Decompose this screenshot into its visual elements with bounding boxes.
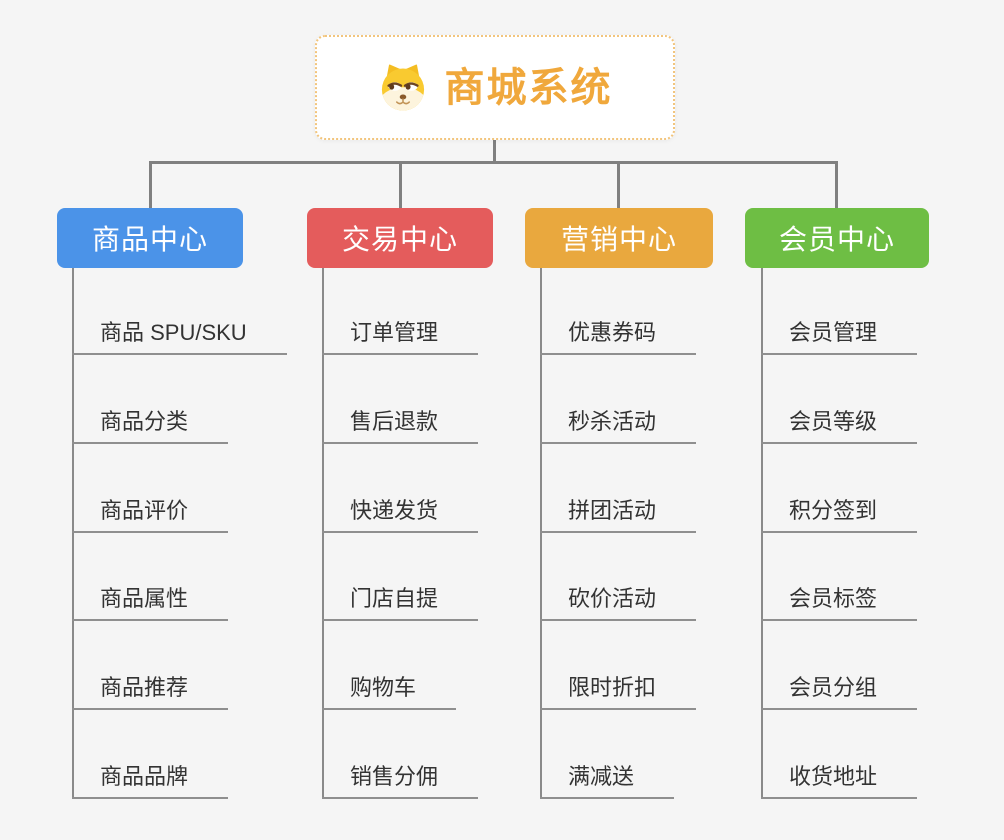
leaf-item[interactable]: 会员等级 — [761, 409, 918, 444]
connector-drop-marketing — [617, 163, 620, 208]
leaf-item[interactable]: 满减送 — [540, 764, 675, 799]
branch-node-product-center[interactable]: 商品中心 — [57, 208, 243, 268]
leaf-item[interactable]: 会员标签 — [761, 586, 918, 621]
root-title: 商城系统 — [444, 65, 613, 110]
leaf-item[interactable]: 商品属性 — [72, 586, 229, 621]
leaf-item[interactable]: 购物车 — [322, 675, 457, 710]
leaf-item[interactable]: 拼团活动 — [540, 498, 697, 533]
branch-node-trade-center[interactable]: 交易中心 — [307, 208, 493, 268]
connector-trunk — [322, 268, 324, 799]
connector-drop-product — [149, 163, 152, 208]
leaf-item[interactable]: 秒杀活动 — [540, 409, 697, 444]
leaf-item[interactable]: 商品品牌 — [72, 764, 229, 799]
leaf-item[interactable]: 售后退款 — [322, 409, 479, 444]
leaf-item[interactable]: 商品推荐 — [72, 675, 229, 710]
root-node[interactable]: 商城系统 — [315, 35, 675, 140]
leaf-item[interactable]: 商品评价 — [72, 498, 229, 533]
leaf-item[interactable]: 优惠券码 — [540, 320, 697, 355]
connector-root-stub — [493, 139, 496, 164]
leaf-item[interactable]: 商品分类 — [72, 409, 229, 444]
connector-horizontal-bar — [149, 161, 838, 164]
leaf-item[interactable]: 收货地址 — [761, 764, 918, 799]
leaf-item[interactable]: 销售分佣 — [322, 764, 479, 799]
branch-node-marketing-center[interactable]: 营销中心 — [525, 208, 713, 268]
leaf-item[interactable]: 限时折扣 — [540, 675, 697, 710]
shiba-dog-icon — [378, 63, 428, 113]
leaf-item[interactable]: 积分签到 — [761, 498, 918, 533]
leaf-item[interactable]: 门店自提 — [322, 586, 479, 621]
connector-trunk — [72, 268, 74, 799]
branch-node-member-center[interactable]: 会员中心 — [745, 208, 929, 268]
leaf-item[interactable]: 订单管理 — [322, 320, 479, 355]
leaf-item[interactable]: 砍价活动 — [540, 586, 697, 621]
leaf-item[interactable]: 会员分组 — [761, 675, 918, 710]
leaf-item[interactable]: 商品 SPU/SKU — [72, 320, 287, 355]
connector-drop-trade — [399, 163, 402, 208]
leaf-item[interactable]: 快递发货 — [322, 498, 479, 533]
connector-drop-member — [835, 163, 838, 208]
connector-trunk — [761, 268, 763, 799]
connector-trunk — [540, 268, 542, 799]
leaf-item[interactable]: 会员管理 — [761, 320, 918, 355]
